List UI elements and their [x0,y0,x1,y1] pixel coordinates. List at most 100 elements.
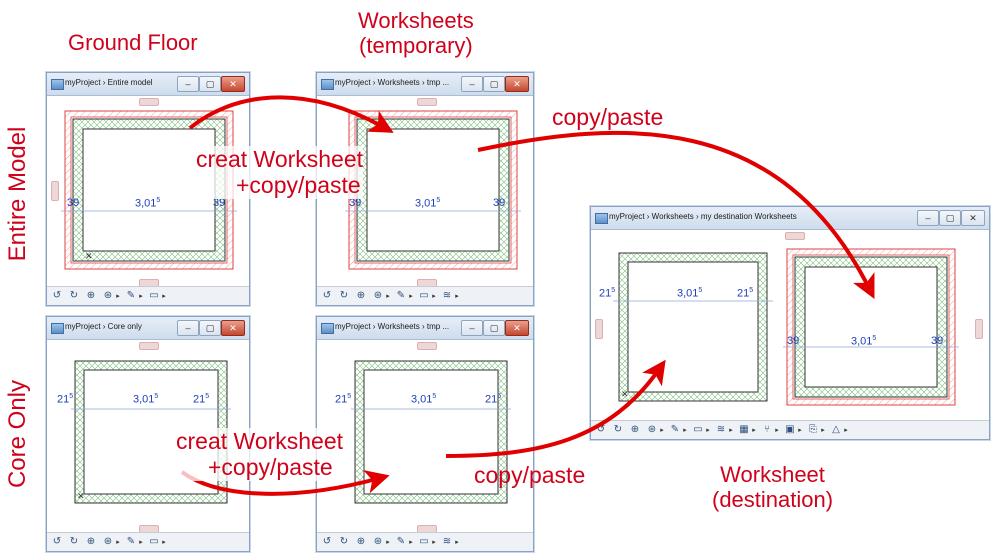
tab-handle-top[interactable] [785,232,805,240]
zoom-menu-icon[interactable]: ⊛ [373,290,383,301]
titlebar[interactable]: myProject › Worksheets › my destination … [591,207,989,230]
tab-handle-top[interactable] [417,98,437,106]
caret-icon[interactable]: ▸ [432,293,436,300]
close-button[interactable]: ✕ [221,320,245,336]
zoom-icon[interactable]: ⊕ [630,424,640,435]
minimize-button[interactable]: – [917,210,939,226]
window-title: myProject › Core only [65,322,142,331]
caret-icon[interactable]: ▸ [798,427,802,434]
tab-handle-right[interactable] [975,319,983,339]
caret-icon[interactable]: ▸ [821,427,825,434]
shape-icon[interactable]: △ [832,424,840,435]
caret-icon[interactable]: ▸ [139,293,143,300]
close-button[interactable]: ✕ [221,76,245,92]
titlebar[interactable]: myProject › Entire model – ▢ ✕ [47,73,249,96]
dim-mid: 3,015 [133,393,159,406]
clipboard-icon[interactable]: ⎘ [809,424,817,435]
maximize-button[interactable]: ▢ [483,76,505,92]
undo-icon[interactable]: ↺ [322,290,332,301]
titlebar[interactable]: myProject › Worksheets › tmp ... – ▢ ✕ [317,317,533,340]
pen-icon[interactable]: ✎ [126,536,136,547]
caret-icon[interactable]: ▸ [162,293,166,300]
titlebar[interactable]: myProject › Core only – ▢ ✕ [47,317,249,340]
caret-icon[interactable]: ▸ [386,539,390,546]
tab-handle-top[interactable] [417,342,437,350]
caret-icon[interactable]: ▸ [409,293,413,300]
caret-icon[interactable]: ▸ [409,539,413,546]
toolbar: ↺↻⊕⊛▸✎▸▭▸≋▸ [317,286,533,305]
window-title: myProject › Worksheets › tmp ... [335,322,450,331]
maximize-button[interactable]: ▢ [939,210,961,226]
redo-icon[interactable]: ↻ [339,536,349,547]
redo-icon[interactable]: ↻ [69,536,79,547]
redo-icon[interactable]: ↻ [69,290,79,301]
tab-handle-top[interactable] [139,98,159,106]
caret-icon[interactable]: ▸ [455,293,459,300]
window-worksheet-tmp-bottom[interactable]: myProject › Worksheets › tmp ... – ▢ ✕ 2… [316,316,534,552]
pen-icon[interactable]: ✎ [396,536,406,547]
pen-icon[interactable]: ✎ [126,290,136,301]
pen-icon[interactable]: ✎ [670,424,680,435]
grid-icon[interactable]: ▦ [739,424,749,435]
maximize-button[interactable]: ▢ [199,320,221,336]
dim-mid: 3,015 [415,197,441,210]
minimize-button[interactable]: – [177,320,199,336]
caret-icon[interactable]: ▸ [432,539,436,546]
undo-icon[interactable]: ↺ [52,536,62,547]
scale-icon[interactable]: ▭ [149,536,159,547]
scale-icon[interactable]: ▭ [419,290,429,301]
caret-icon[interactable]: ▸ [729,427,733,434]
close-button[interactable]: ✕ [505,320,529,336]
zoom-menu-icon[interactable]: ⊛ [647,424,657,435]
undo-icon[interactable]: ↺ [596,424,606,435]
caret-icon[interactable]: ▸ [752,427,756,434]
caret-icon[interactable]: ▸ [455,539,459,546]
close-button[interactable]: ✕ [961,210,985,226]
scale-icon[interactable]: ▭ [693,424,703,435]
caret-icon[interactable]: ▸ [162,539,166,546]
caret-icon[interactable]: ▸ [386,293,390,300]
window-destination-worksheet[interactable]: myProject › Worksheets › my destination … [590,206,990,440]
undo-icon[interactable]: ↺ [52,290,62,301]
zoom-icon[interactable]: ⊕ [356,290,366,301]
maximize-button[interactable]: ▢ [199,76,221,92]
caret-icon[interactable]: ▸ [844,427,848,434]
filter-icon[interactable]: ⑂ [764,424,770,435]
app-icon [51,323,64,334]
titlebar[interactable]: myProject › Worksheets › tmp ... – ▢ ✕ [317,73,533,96]
caret-icon[interactable]: ▸ [116,293,120,300]
caret-icon[interactable]: ▸ [116,539,120,546]
layers-icon[interactable]: ≋ [442,290,452,301]
layers-icon[interactable]: ≋ [442,536,452,547]
zoom-menu-icon[interactable]: ⊛ [103,290,113,301]
header-ground-floor: Ground Floor [68,30,198,55]
zoom-icon[interactable]: ⊕ [86,290,96,301]
maximize-button[interactable]: ▢ [483,320,505,336]
scale-icon[interactable]: ▭ [149,290,159,301]
caret-icon[interactable]: ▸ [775,427,779,434]
zoom-icon[interactable]: ⊕ [356,536,366,547]
zoom-icon[interactable]: ⊕ [86,536,96,547]
scale-icon[interactable]: ▭ [419,536,429,547]
close-button[interactable]: ✕ [505,76,529,92]
layers-icon[interactable]: ≋ [716,424,726,435]
zoom-menu-icon[interactable]: ⊛ [103,536,113,547]
display-icon[interactable]: ▣ [785,424,795,435]
minimize-button[interactable]: – [177,76,199,92]
tab-handle-left[interactable] [51,181,59,201]
window-core-only[interactable]: myProject › Core only – ▢ ✕ ✕ 215 3,015 … [46,316,250,552]
minimize-button[interactable]: – [461,76,483,92]
redo-icon[interactable]: ↻ [339,290,349,301]
caret-icon[interactable]: ▸ [660,427,664,434]
caret-icon[interactable]: ▸ [683,427,687,434]
tab-handle-left[interactable] [595,319,603,339]
caret-icon[interactable]: ▸ [139,539,143,546]
minimize-button[interactable]: – [461,320,483,336]
pen-icon[interactable]: ✎ [396,290,406,301]
plan-destination-core: ✕ [613,252,773,402]
zoom-menu-icon[interactable]: ⊛ [373,536,383,547]
redo-icon[interactable]: ↻ [613,424,623,435]
caret-icon[interactable]: ▸ [706,427,710,434]
undo-icon[interactable]: ↺ [322,536,332,547]
tab-handle-top[interactable] [139,342,159,350]
